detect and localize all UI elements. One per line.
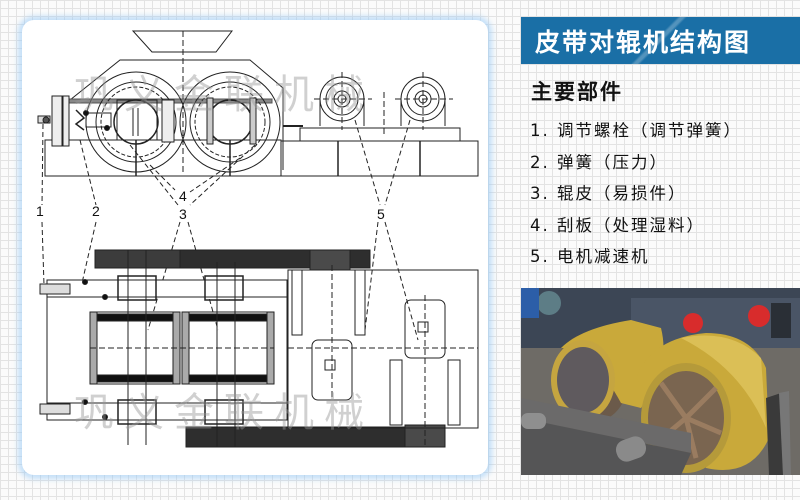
list-item: 1. 调节螺栓（调节弹簧） — [530, 121, 742, 140]
callout-1: 1 — [36, 203, 44, 219]
motor-reducer-1 — [314, 72, 372, 130]
motor-plan-1 — [291, 265, 366, 401]
callout-5: 5 — [377, 206, 385, 222]
section-title: 主要部件 — [531, 80, 623, 104]
callout-4: 4 — [179, 188, 187, 204]
list-item: 5. 电机减速机 — [530, 247, 650, 266]
roller-photo — [521, 288, 800, 475]
parts-list: 1. 调节螺栓（调节弹簧） 2. 弹簧（压力） 3. 辊皮（易损件） 4. 刮板… — [530, 115, 742, 273]
callout-2: 2 — [92, 203, 100, 219]
top-plan — [39, 249, 479, 448]
front-elevation — [37, 30, 479, 206]
drawing-card: 巩义金联机械 巩义金联机械 1 2 3 4 5 — [22, 20, 488, 475]
motor-reducer-2 — [395, 72, 453, 130]
list-item: 2. 弹簧（压力） — [530, 152, 668, 172]
motor-plan-2 — [389, 295, 461, 445]
list-item: 4. 刮板（处理湿料） — [530, 215, 705, 235]
callout-leaders — [41, 123, 419, 341]
page-title: 皮带对辊机结构图 — [521, 17, 800, 64]
list-item: 3. 辊皮（易损件） — [530, 184, 687, 203]
structure-drawing — [37, 30, 479, 448]
callout-3: 3 — [179, 206, 187, 222]
